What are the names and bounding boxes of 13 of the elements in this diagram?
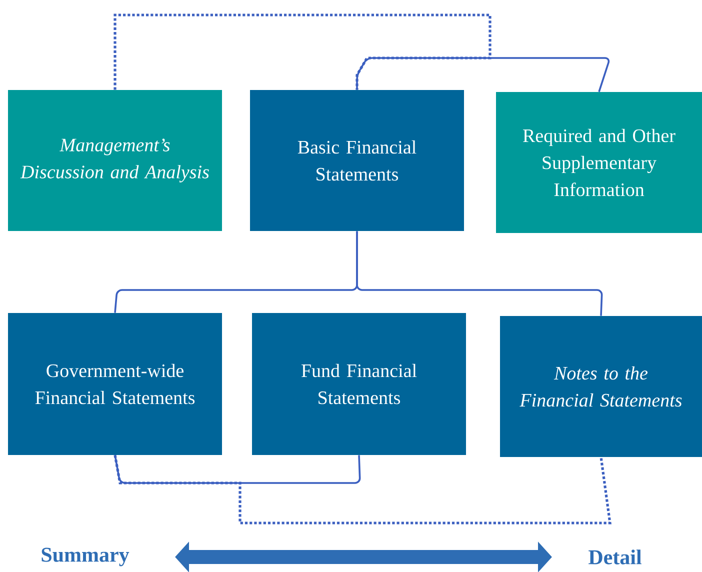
axis-label: Detail [588,550,642,564]
connector-line [114,454,612,524]
text-box: Fund Financial Statements [252,313,466,455]
connector-line [356,231,603,316]
connector-line [114,455,361,484]
text-box: Notes to the Financial Statements [500,316,702,457]
connector-line [356,57,610,92]
text-box: Basic Financial Statements [250,90,464,231]
connector-line [114,14,492,90]
text-box: Management’s Discussion and Analysis [8,90,222,231]
text-box: Required and Other Supplementary Information [496,92,702,233]
text-box: Government-wide Financial Statements [8,313,222,455]
axis-label: Summary [42,548,130,566]
